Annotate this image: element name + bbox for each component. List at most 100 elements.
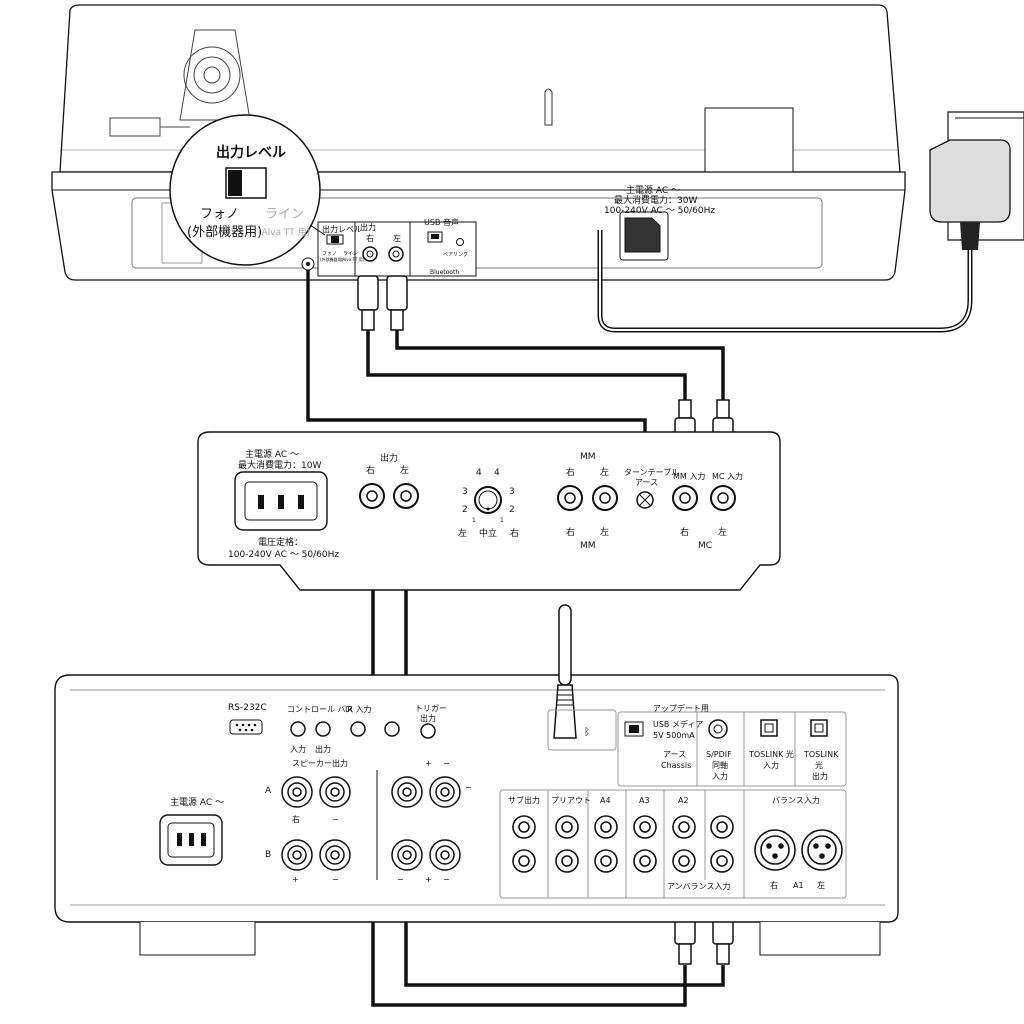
speaker-terminal-b2[interactable] — [319, 839, 351, 871]
dial-num-3: 3 — [462, 487, 468, 497]
ir-input-jack[interactable] — [350, 721, 366, 737]
ir-input-label: IR 入力 — [345, 704, 371, 714]
speaker-minus-b2: − — [397, 875, 404, 884]
small-output-level-label: 出力レベル — [322, 224, 362, 234]
row-b-label: B — [265, 850, 271, 860]
preamp-rating-label: 電圧定格： — [258, 536, 303, 548]
bus-in-label: 入力 — [290, 744, 306, 754]
turntable-ground-label: ターンテーブル — [624, 467, 679, 477]
speaker-terminal-b3[interactable] — [391, 839, 423, 871]
speaker-terminal-a3[interactable] — [391, 776, 423, 808]
preamp-output-left: 左 — [400, 464, 409, 476]
mc-left-label: 左 — [718, 526, 727, 538]
wall-outlet — [929, 111, 1024, 250]
mm-input-label: MM 入力 — [673, 471, 705, 481]
pre-out-jack-2[interactable] — [555, 849, 579, 873]
coax-input-label: 入力 — [712, 771, 728, 781]
dial-left-label: 左 — [458, 527, 467, 539]
speaker-terminal-a1[interactable] — [281, 776, 313, 808]
control-bus-out-jack[interactable] — [315, 721, 331, 737]
speaker-terminal-b1[interactable] — [281, 839, 313, 871]
a2-jack-4[interactable] — [710, 849, 734, 873]
a2-jack-3[interactable] — [710, 815, 734, 839]
preamp-output-right-jack[interactable] — [359, 483, 385, 509]
mc-left-jack[interactable] — [710, 485, 736, 511]
mm-left-jack[interactable] — [592, 485, 618, 511]
speaker-output-label: スピーカー出力 — [292, 758, 348, 768]
zoom-line-sub: (Alva TT 用) — [258, 227, 310, 238]
balanced-input-label: バランス入力 — [772, 795, 820, 805]
usb-rating-label: 5V 500mA — [653, 731, 695, 740]
preamp-output-left-jack[interactable] — [393, 483, 419, 509]
speaker-plus-b: + — [292, 875, 299, 884]
phono-preamp: 主電源 AC ～ 最大消費電力：10W 電圧定格： 100-240V AC ～ … — [197, 431, 781, 591]
small-line-label: ライン — [343, 251, 358, 257]
dial-num-1: 4 — [476, 468, 482, 478]
toslink-out-sub2: 出力 — [812, 771, 828, 781]
toslink-in-label: TOSLINK 光 — [748, 749, 794, 759]
mm-right-jack[interactable] — [557, 485, 583, 511]
pre-out-label: プリアウト — [551, 796, 591, 805]
zoom-phono-sub: (外部機器用) — [187, 225, 262, 240]
a3-jack-1[interactable] — [633, 815, 657, 839]
xlr-right-jack[interactable] — [754, 829, 796, 871]
speaker-terminal-b4[interactable] — [429, 839, 461, 871]
control-bus-label: コントロール バス — [287, 705, 354, 714]
a4-label: A4 — [600, 796, 611, 805]
a1-label: A1 — [793, 881, 804, 890]
bluetooth-antenna[interactable] — [553, 604, 577, 739]
speaker-minus-right: − — [443, 759, 450, 768]
a3-jack-2[interactable] — [633, 849, 657, 873]
aux-jack[interactable] — [384, 721, 400, 737]
dial-right-label: 右 — [510, 527, 519, 539]
mm-left-top: 左 — [600, 466, 609, 478]
rs232c-port[interactable] — [229, 719, 263, 735]
small-phono-label: フォノ — [322, 251, 337, 257]
usb-media-label: USB メディア — [653, 719, 703, 729]
rs232c-label: RS-232C — [228, 703, 267, 713]
coax-label: 同軸 — [712, 760, 728, 770]
update-label: アップデート用 — [653, 703, 709, 713]
a4-jack-1[interactable] — [594, 815, 618, 839]
tt-rca-right[interactable] — [362, 246, 378, 262]
tt-to-preamp-right — [366, 330, 687, 400]
pre-out-jack-1[interactable] — [555, 815, 579, 839]
turntable: 出力レベル フォノ ライン (外部機器用) (Alva TT 用) 出力 右 左… — [51, 4, 906, 281]
a4-jack-2[interactable] — [594, 849, 618, 873]
analog-panel — [499, 789, 847, 899]
dial-num-2: 4 — [494, 468, 500, 478]
mm-left-bottom: 左 — [600, 526, 609, 538]
a2-jack-1[interactable] — [672, 815, 696, 839]
dial-num-5: 2 — [462, 505, 468, 515]
mm-label-top: MM — [580, 452, 596, 462]
sub-out-jack-2[interactable] — [512, 849, 536, 873]
bluetooth-label: Bluetooth — [430, 269, 459, 276]
speaker-terminal-a2[interactable] — [319, 776, 351, 808]
zoom-output-level-title: 出力レベル — [216, 144, 286, 161]
toslink-in-sub: 入力 — [763, 760, 779, 770]
spdif-coax-jack[interactable] — [708, 719, 728, 739]
sub-out-jack-1[interactable] — [512, 815, 536, 839]
a2-jack-2[interactable] — [672, 849, 696, 873]
antenna-panel — [547, 709, 617, 751]
speaker-minus-side: − — [465, 783, 472, 792]
mc-right-label: 右 — [680, 526, 689, 538]
xlr-left-jack[interactable] — [801, 829, 843, 871]
toslink-input-port[interactable] — [760, 719, 778, 737]
tt-rca-left[interactable] — [388, 246, 404, 262]
control-bus-in-jack[interactable] — [290, 721, 306, 737]
xlr-left-label: 左 — [817, 880, 825, 890]
speaker-minus-b: − — [332, 875, 339, 884]
spindle — [544, 88, 553, 126]
dial-num-8: 1 — [500, 517, 504, 524]
mc-right-jack[interactable] — [672, 485, 698, 511]
speaker-plus-right-b: + — [425, 875, 432, 884]
toslink-output-port[interactable] — [810, 719, 828, 737]
trigger-output-jack[interactable] — [420, 723, 436, 739]
bus-out-label: 出力 — [315, 744, 331, 754]
preamp-rating-value: 100-240V AC ～ 50/60Hz — [228, 550, 339, 560]
pairing-button[interactable] — [456, 238, 464, 246]
speaker-right-label: 右 — [292, 814, 300, 824]
mm-right-bottom: 右 — [566, 526, 575, 538]
speaker-terminal-a4[interactable] — [429, 776, 461, 808]
